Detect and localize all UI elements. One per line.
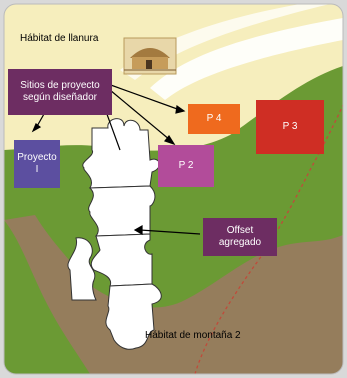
p4-box: P 4	[188, 104, 240, 134]
puzzle-piece-5	[67, 237, 97, 301]
p3-box: P 3	[256, 100, 324, 154]
arrow-to-p4	[107, 83, 181, 111]
puzzle-piece-4	[105, 283, 162, 350]
p2-box: P 2	[158, 145, 214, 187]
puzzle-piece-2	[88, 185, 156, 237]
road-band	[150, 18, 343, 100]
offset-line-1: Offset	[226, 224, 254, 236]
sitios-line-1: Sitios de proyecto	[20, 79, 100, 91]
offset-line-2: agregado	[218, 237, 262, 248]
hut-illustration-icon	[123, 37, 177, 75]
proyecto-box: Proyecto I	[14, 140, 60, 188]
arrow-to-p2	[109, 89, 171, 141]
puzzle-column	[67, 118, 162, 350]
proyecto-line-1: Proyecto	[17, 151, 57, 163]
habitat-montana-label: Hábitat de montaña 2	[145, 330, 241, 341]
sitios-proyecto-box: Sitios de proyecto según diseñador	[8, 69, 112, 115]
arrows	[31, 83, 201, 236]
arrow-to-offset-piece	[139, 229, 201, 235]
valley-area	[4, 215, 343, 374]
habitat-llanura-label: Hábitat de llanura	[20, 33, 99, 44]
sitios-line-2: según diseñador	[23, 92, 97, 103]
puzzle-piece-3	[90, 233, 153, 287]
proyecto-line-2: I	[35, 164, 39, 175]
offset-box: Offset agregado	[203, 218, 277, 256]
